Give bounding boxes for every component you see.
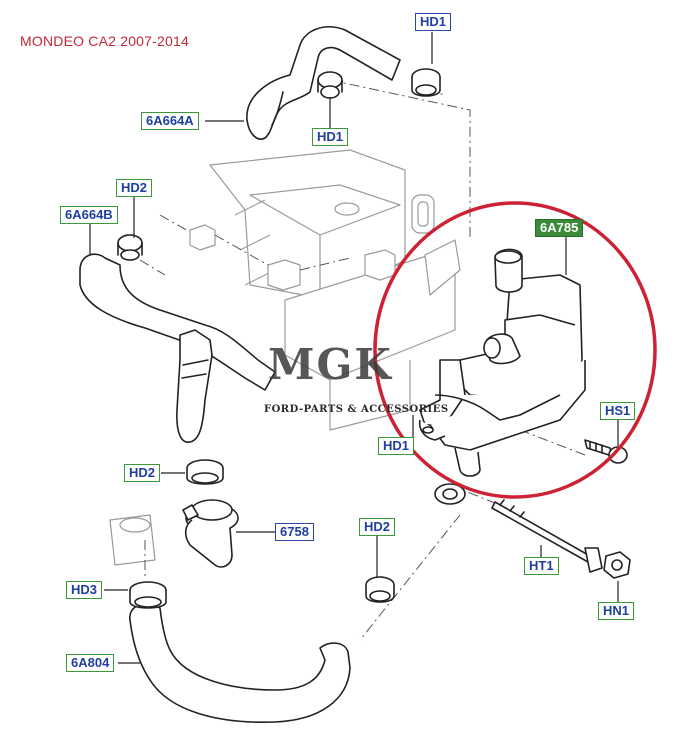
part-label-hd1-top: HD1: [415, 13, 452, 31]
part-label-hs1: HS1: [600, 402, 636, 420]
part-label-6a804: 6A804: [66, 654, 115, 672]
part-label-6a664b: 6A664B: [60, 206, 118, 224]
oil-separator-6a785: [418, 248, 586, 477]
engine-block-ghost: [109, 149, 461, 566]
bolt-ht1: [491, 499, 603, 573]
clamp-hd1-top: [411, 68, 441, 97]
part-label-hd2-right: HD2: [359, 518, 396, 536]
part-label-hd1-mid: HD1: [312, 128, 349, 146]
part-label-hd2-upper: HD2: [116, 179, 153, 197]
grommet: [434, 483, 466, 505]
part-label-6a785: 6A785: [535, 219, 584, 237]
part-label-ht1: HT1: [524, 557, 559, 575]
nut-hn1: [603, 551, 631, 579]
valve-6758: [182, 499, 239, 568]
vehicle-title: MONDEO CA2 2007-2014: [20, 33, 189, 49]
assembly-lines: [139, 79, 586, 641]
clamp-hd2-middle: [186, 459, 224, 485]
hose-6a664b: [79, 234, 276, 443]
watermark-subtitle: FORD-PARTS & ACCESSORIES: [264, 404, 449, 415]
part-label-hd1-right: HD1: [378, 437, 415, 455]
part-label-6758: 6758: [275, 523, 314, 541]
part-label-hd2-lower: HD2: [124, 464, 161, 482]
hose-6a804: [129, 576, 395, 724]
part-label-6a664a: 6A664A: [141, 112, 199, 130]
hose-6a664a: [246, 26, 401, 140]
highlight-circle: [373, 201, 657, 499]
part-label-hn1: HN1: [598, 602, 635, 620]
watermark-logo: MGK: [268, 340, 393, 389]
part-label-hd3: HD3: [66, 581, 103, 599]
leader-lines: [89, 32, 619, 664]
